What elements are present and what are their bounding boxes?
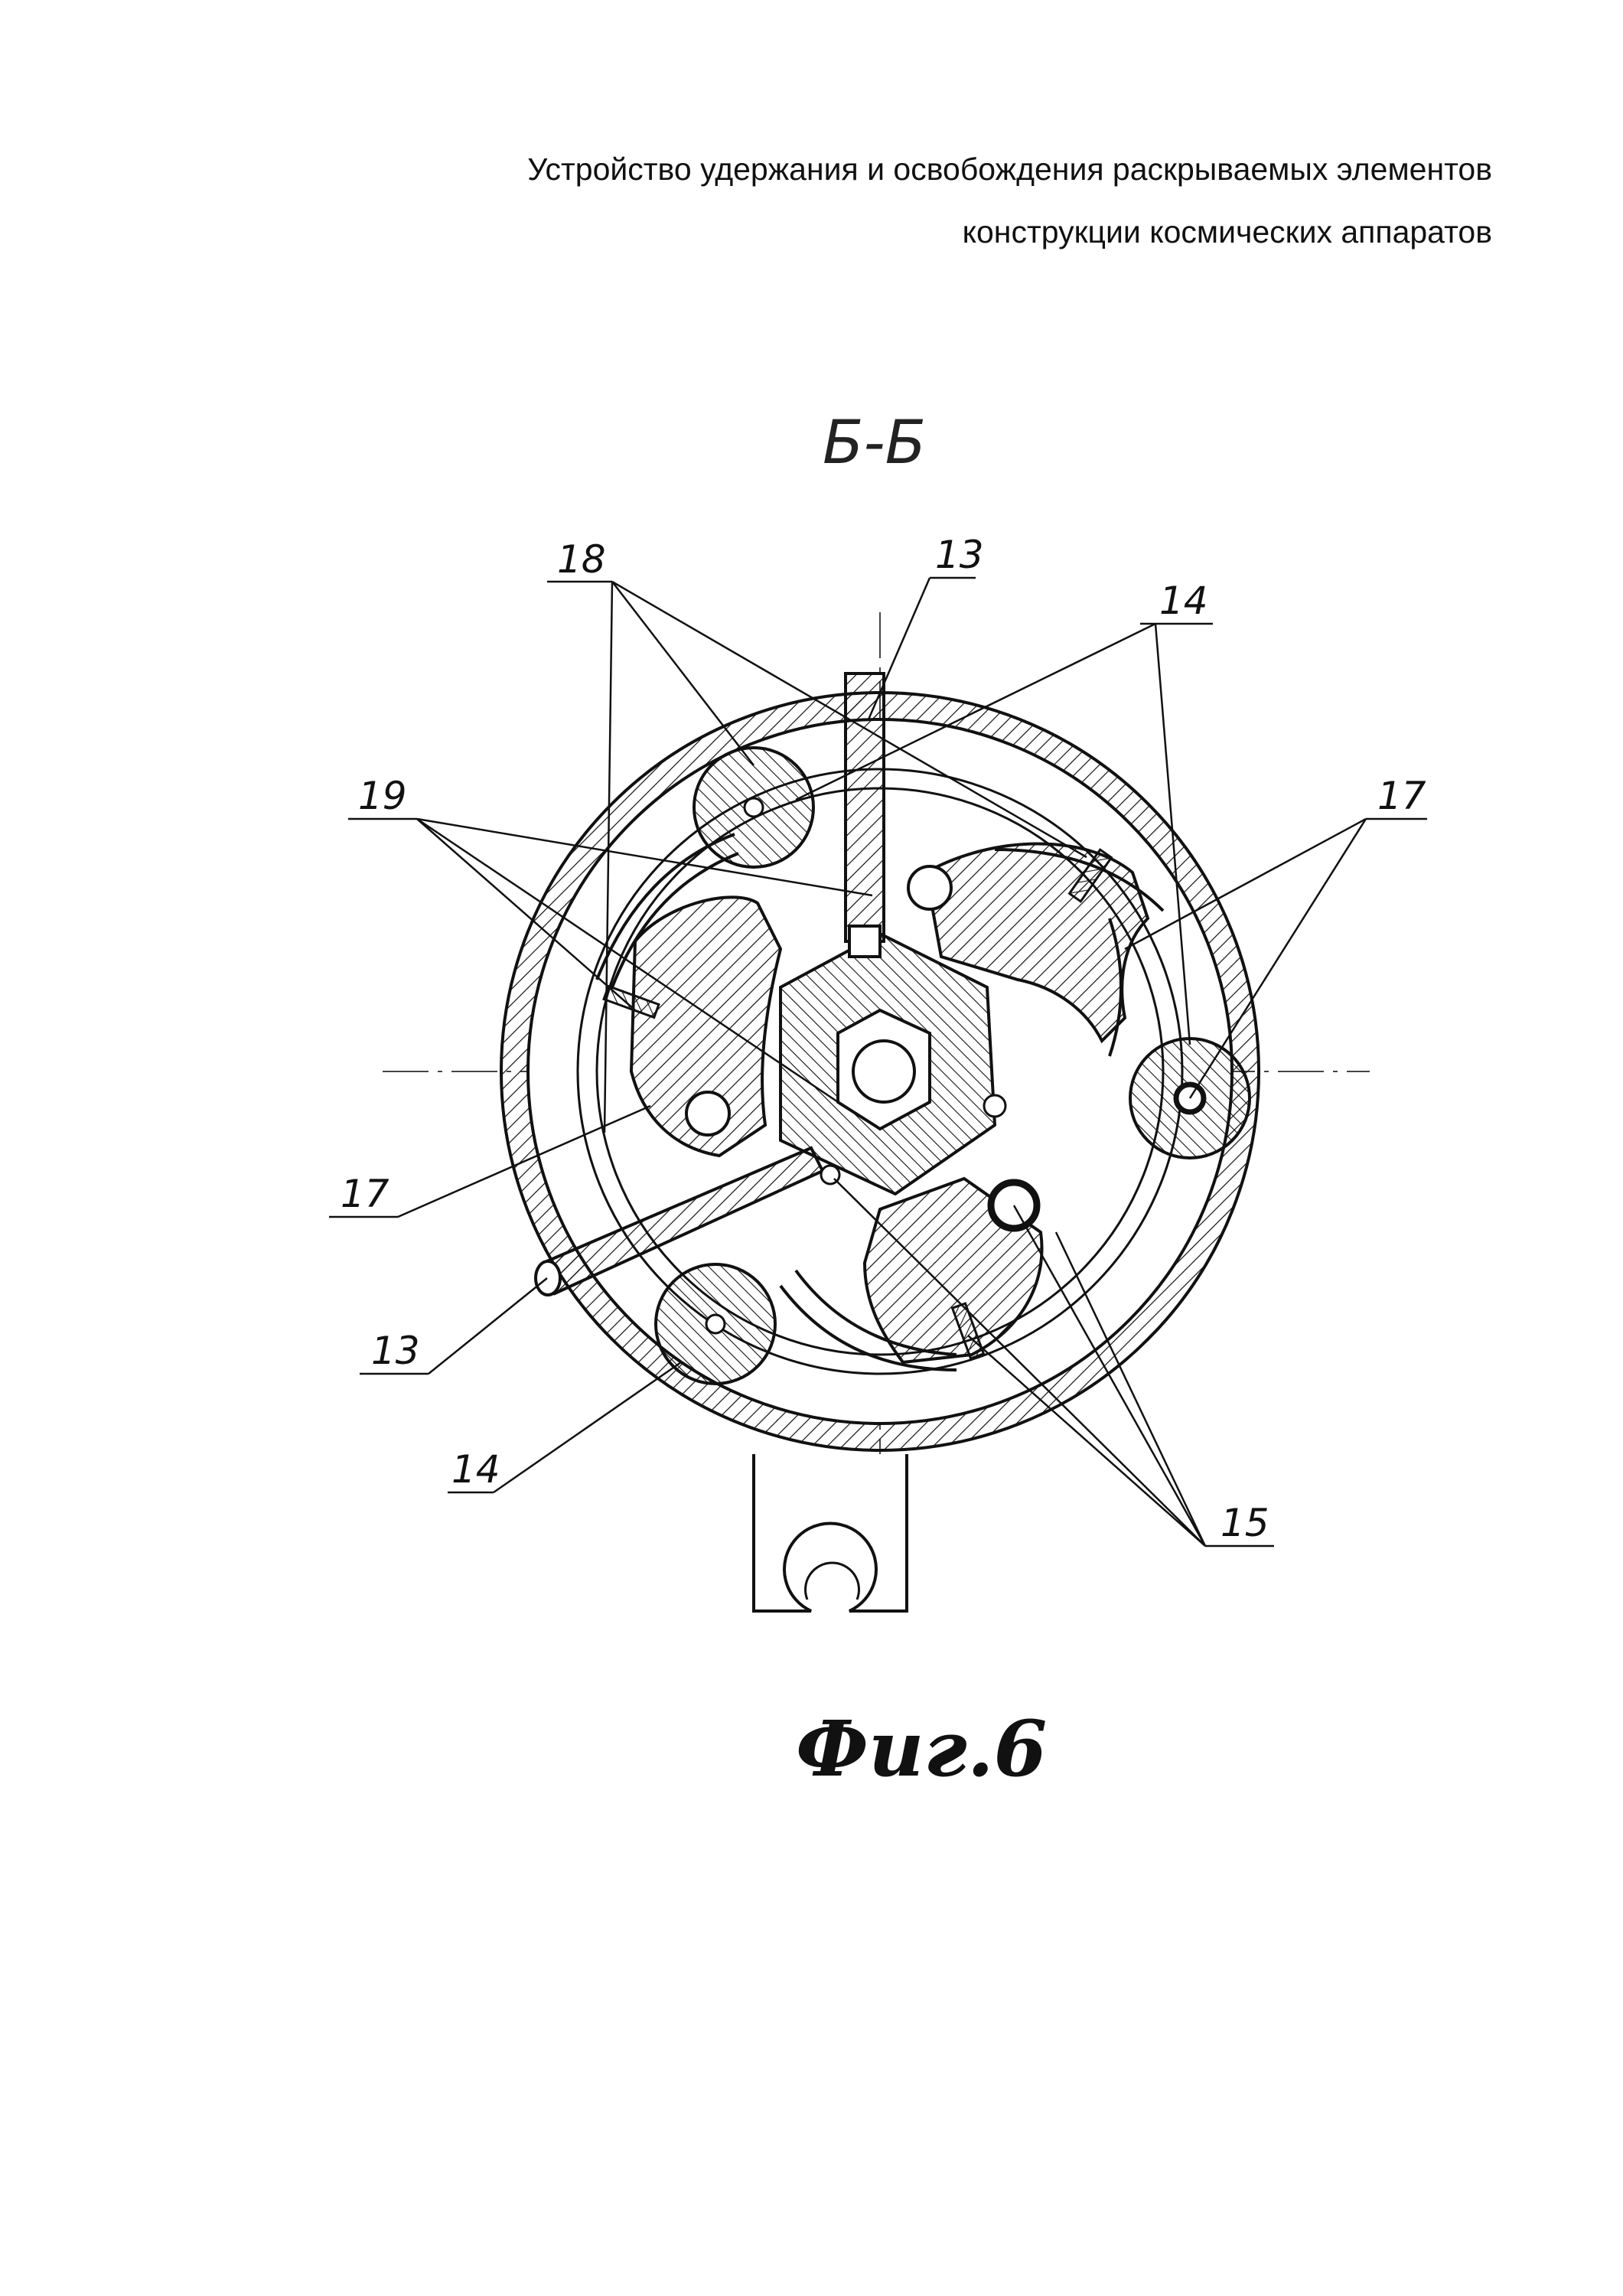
callout-15: 15 <box>1221 1501 1269 1545</box>
spring-arms <box>595 833 1165 1371</box>
figure-caption: Фиг.6 <box>796 1704 1047 1794</box>
callout-17-right: 17 <box>1377 774 1426 818</box>
latch-levers <box>629 842 1150 1365</box>
callout-13-top: 13 <box>935 533 984 577</box>
central-hub <box>779 931 997 1196</box>
mounting-lug <box>752 1454 908 1613</box>
callout-14-bottom: 14 <box>451 1447 500 1492</box>
callout-18: 18 <box>557 537 606 582</box>
callout-19: 19 <box>358 774 407 818</box>
document-title-line-2: конструкции космических аппаратов <box>962 214 1492 249</box>
callout-14-top: 14 <box>1159 579 1208 623</box>
leader-lines <box>329 576 1427 1548</box>
section-label: Б-Б <box>823 409 926 478</box>
callout-13-bottom: 13 <box>371 1329 420 1373</box>
callout-17-left: 17 <box>341 1172 389 1216</box>
document-title-line-1: Устройство удержания и освобождения раск… <box>527 152 1492 187</box>
